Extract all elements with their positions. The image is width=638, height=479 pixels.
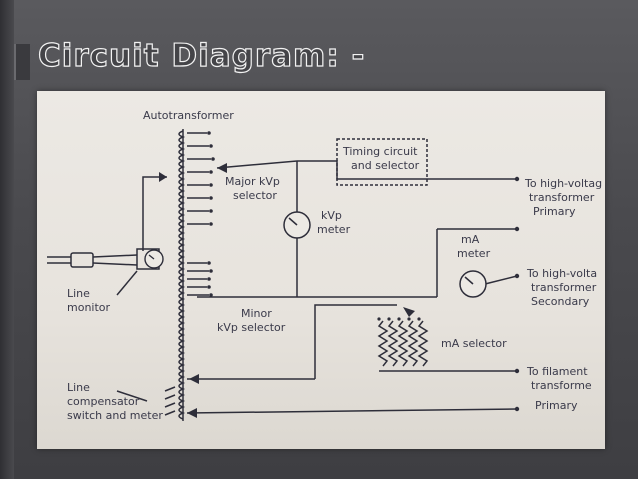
label-ma-meter-2: meter (457, 247, 491, 260)
label-kvp-meter-1: kVp (321, 209, 342, 222)
label-major-kvp-1: Major kVp (225, 175, 280, 188)
label-line-monitor-2: monitor (67, 301, 111, 314)
label-kvp-meter-2: meter (317, 223, 351, 236)
label-line-monitor-1: Line (67, 287, 90, 300)
label-line-comp-3: switch and meter (67, 409, 163, 422)
label-filament-3: Primary (535, 399, 578, 412)
line-monitor-meter-icon (144, 249, 164, 269)
label-ma-selector: mA selector (441, 337, 507, 350)
plug-icon (70, 252, 94, 268)
label-hv-primary-2: transformer (529, 191, 595, 204)
slide-title: Circuit Diagram: - (37, 37, 366, 74)
minor-kvp-taps (187, 262, 209, 296)
label-filament-2: transforme (531, 379, 592, 392)
line-compensator-taps (164, 386, 176, 416)
label-autotransformer: Autotransformer (143, 109, 234, 122)
label-ma-meter-1: mA (461, 233, 480, 246)
label-minor-kvp-1: Minor (241, 307, 272, 320)
slide-left-bar (0, 0, 14, 479)
circuit-diagram: Autotransformer Timing circuit and selec… (47, 109, 602, 422)
title-accent (14, 44, 30, 80)
label-minor-kvp-2: kVp selector (217, 321, 286, 334)
ma-selector-resistors (377, 320, 429, 372)
label-hv-primary-3: Primary (533, 205, 576, 218)
label-filament-1: To filament (526, 365, 588, 378)
ma-meter-icon (459, 270, 487, 298)
major-kvp-taps (187, 132, 211, 225)
label-major-kvp-2: selector (233, 189, 277, 202)
label-timing-1: Timing circuit (342, 145, 418, 158)
circuit-diagram-photo: Autotransformer Timing circuit and selec… (37, 91, 605, 449)
label-hv-secondary-1: To high-volta (526, 267, 597, 280)
autotransformer-coil (178, 129, 186, 421)
label-hv-primary-1: To high-voltag (524, 177, 602, 190)
kvp-meter-icon (283, 211, 311, 239)
label-hv-secondary-2: transformer (531, 281, 597, 294)
label-timing-2: and selector (351, 159, 420, 172)
timing-circuit-box (336, 138, 428, 186)
label-line-comp-2: compensator (67, 395, 140, 408)
label-line-comp-1: Line (67, 381, 90, 394)
label-hv-secondary-3: Secondary (531, 295, 590, 308)
